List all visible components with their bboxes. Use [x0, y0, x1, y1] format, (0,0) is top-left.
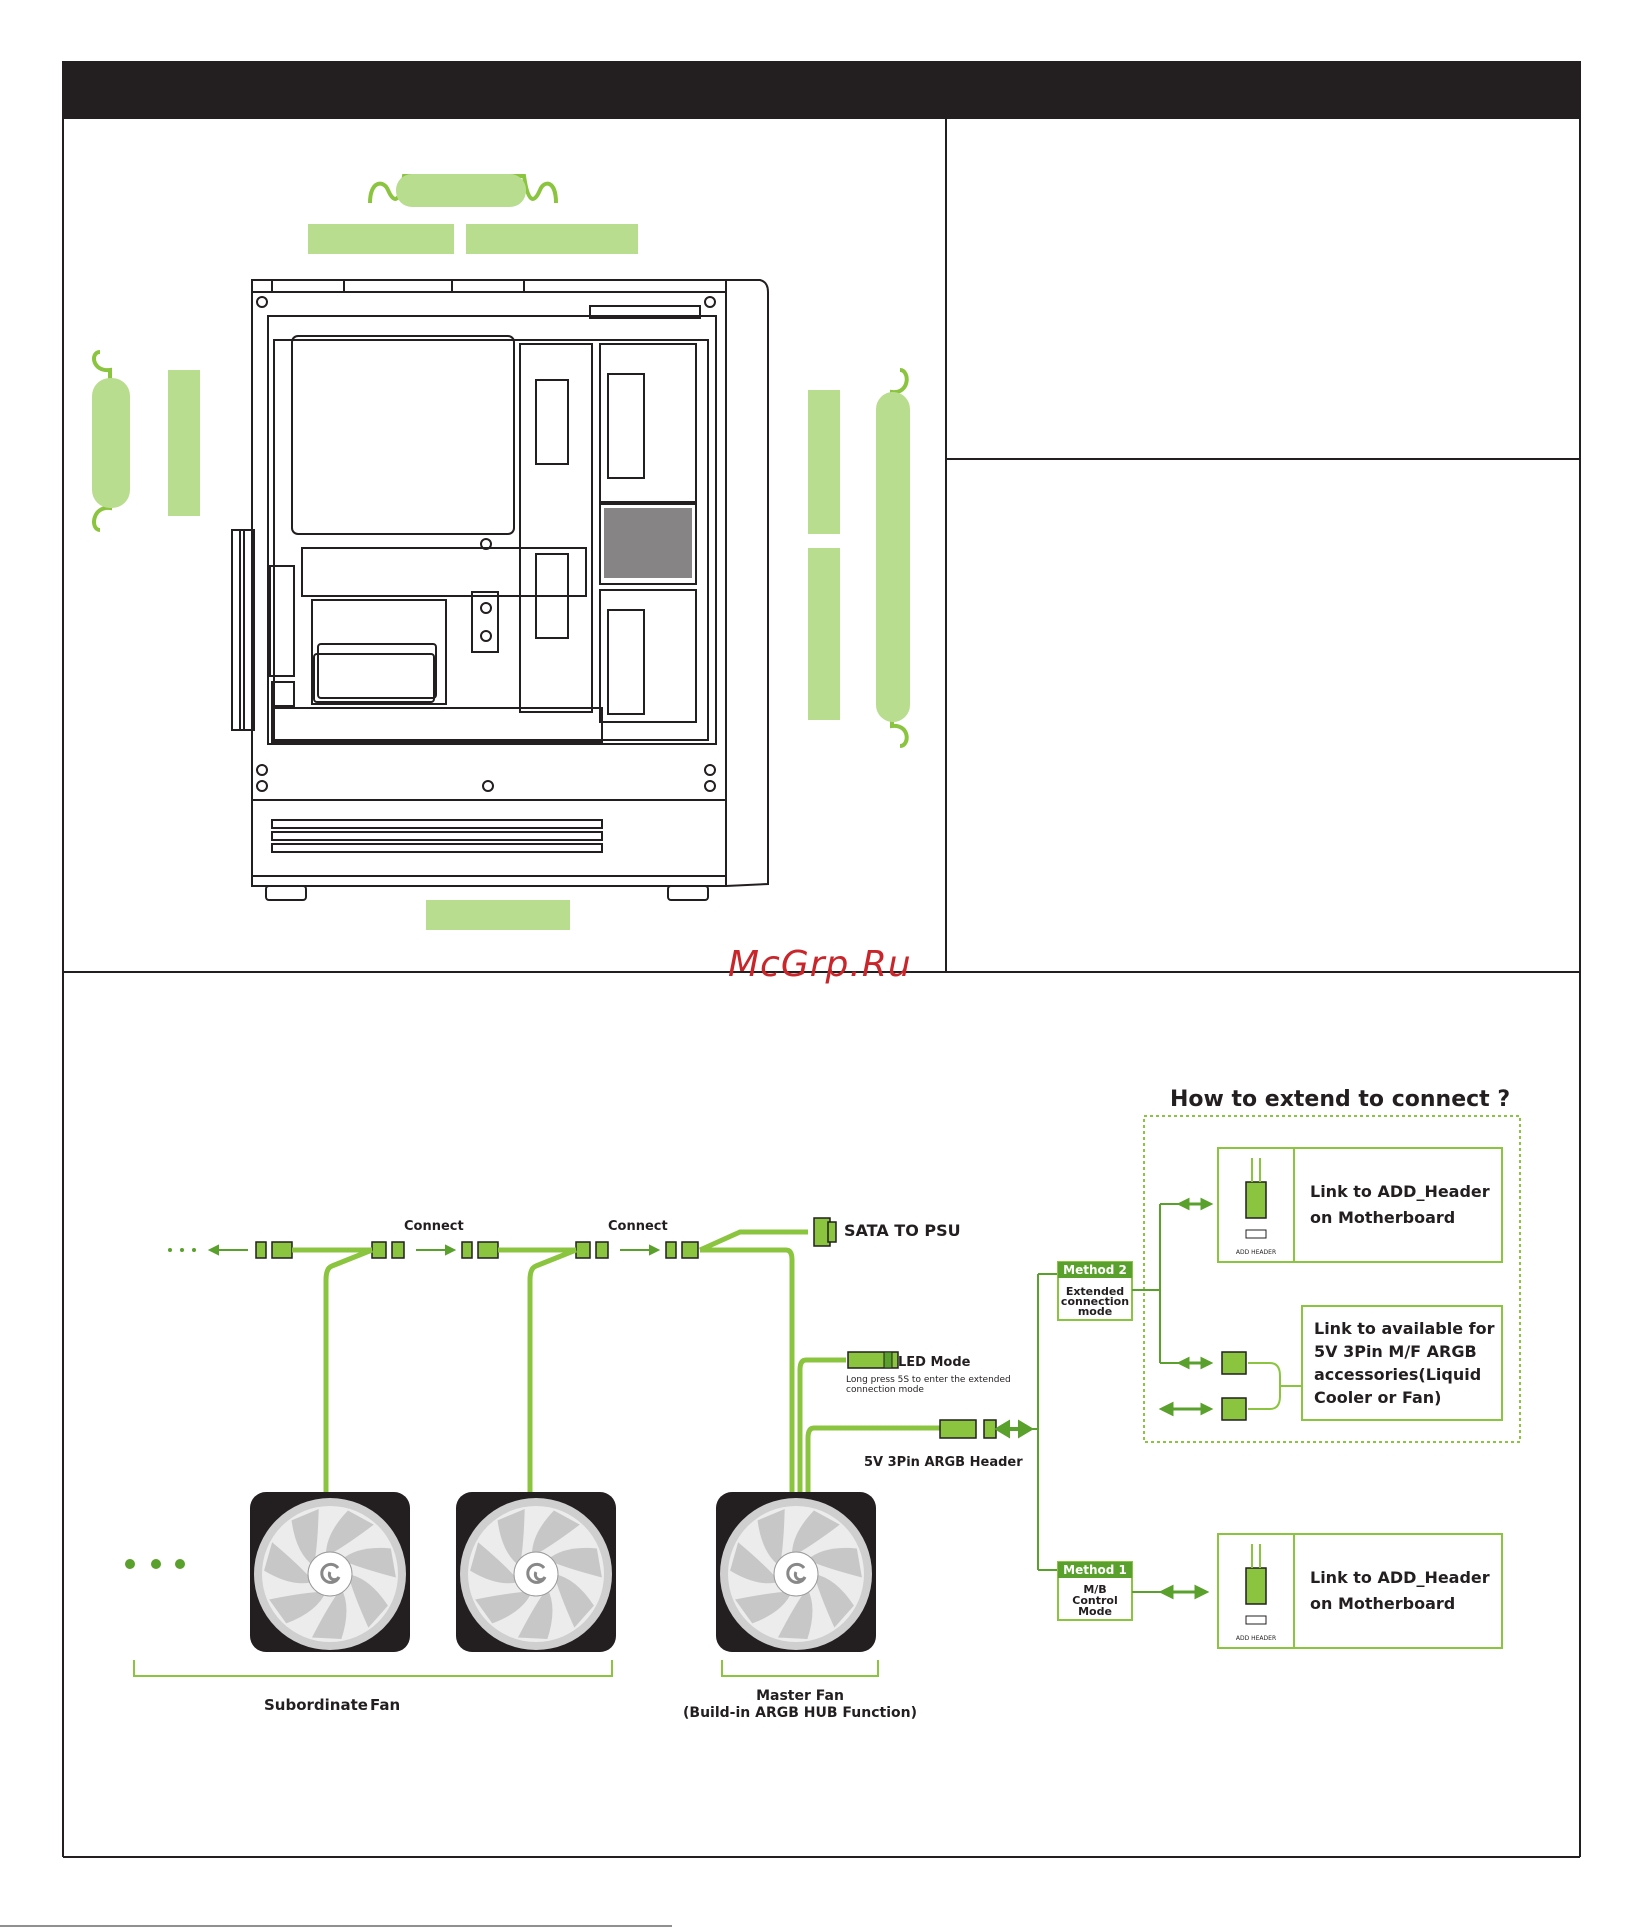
box1-line2: on Motherboard — [1310, 1208, 1455, 1227]
box2-line4: Cooler or Fan) — [1314, 1388, 1441, 1407]
master-fan-2: (Build-in ARGB HUB Function) — [683, 1705, 917, 1721]
subordinate-fan-a: Subordinate — [264, 1696, 368, 1714]
add-header-small-1: ADD HEADER — [1236, 1249, 1276, 1256]
box3-line2: on Motherboard — [1310, 1594, 1455, 1613]
led-mode-label: LED Mode — [898, 1355, 971, 1370]
argb-header-label: 5V 3Pin ARGB Header — [864, 1455, 1023, 1470]
method1-desc-1: M/B — [1083, 1583, 1106, 1596]
subordinate-fan-b: Fan — [370, 1696, 400, 1714]
led-mode-note-1: Long press 5S to enter the extended — [846, 1375, 1011, 1385]
subordinate-fan-icon — [456, 1492, 616, 1652]
diagram-title: How to extend to connect ? — [1170, 1087, 1510, 1112]
master-fan-icon — [716, 1492, 876, 1652]
add-header-small-2: ADD HEADER — [1236, 1635, 1276, 1642]
method2-desc-1: Extended — [1066, 1285, 1124, 1298]
connect-label-1: Connect — [404, 1219, 464, 1234]
led-mode-note-2: connection mode — [846, 1385, 924, 1395]
method2-label: Method 2 — [1063, 1263, 1127, 1277]
box2-line1: Link to available for — [1314, 1319, 1495, 1338]
box3-line1: Link to ADD_Header — [1310, 1568, 1490, 1587]
master-fan-1: Master Fan — [756, 1688, 844, 1704]
panel-borders — [62, 119, 1581, 1858]
watermark: McGrp.Ru — [728, 944, 912, 985]
connect-label-2: Connect — [608, 1219, 668, 1234]
method2-desc-3: mode — [1078, 1305, 1112, 1318]
method1-label: Method 1 — [1063, 1563, 1127, 1577]
method2-desc-2: connection — [1061, 1295, 1129, 1308]
method1-desc-3: Mode — [1078, 1605, 1112, 1618]
subordinate-fan-icon — [250, 1492, 410, 1652]
header-band — [62, 61, 1581, 119]
box2-line3: accessories(Liquid — [1314, 1365, 1481, 1384]
method1-desc-2: Control — [1072, 1594, 1117, 1607]
box2-line2: 5V 3Pin M/F ARGB — [1314, 1342, 1477, 1361]
case-drawing — [92, 174, 910, 930]
connection-diagram: How to extend to connect ? SATA TO PSU C… — [125, 1087, 1521, 1721]
sata-label: SATA TO PSU — [844, 1221, 961, 1240]
box1-line1: Link to ADD_Header — [1310, 1182, 1490, 1201]
